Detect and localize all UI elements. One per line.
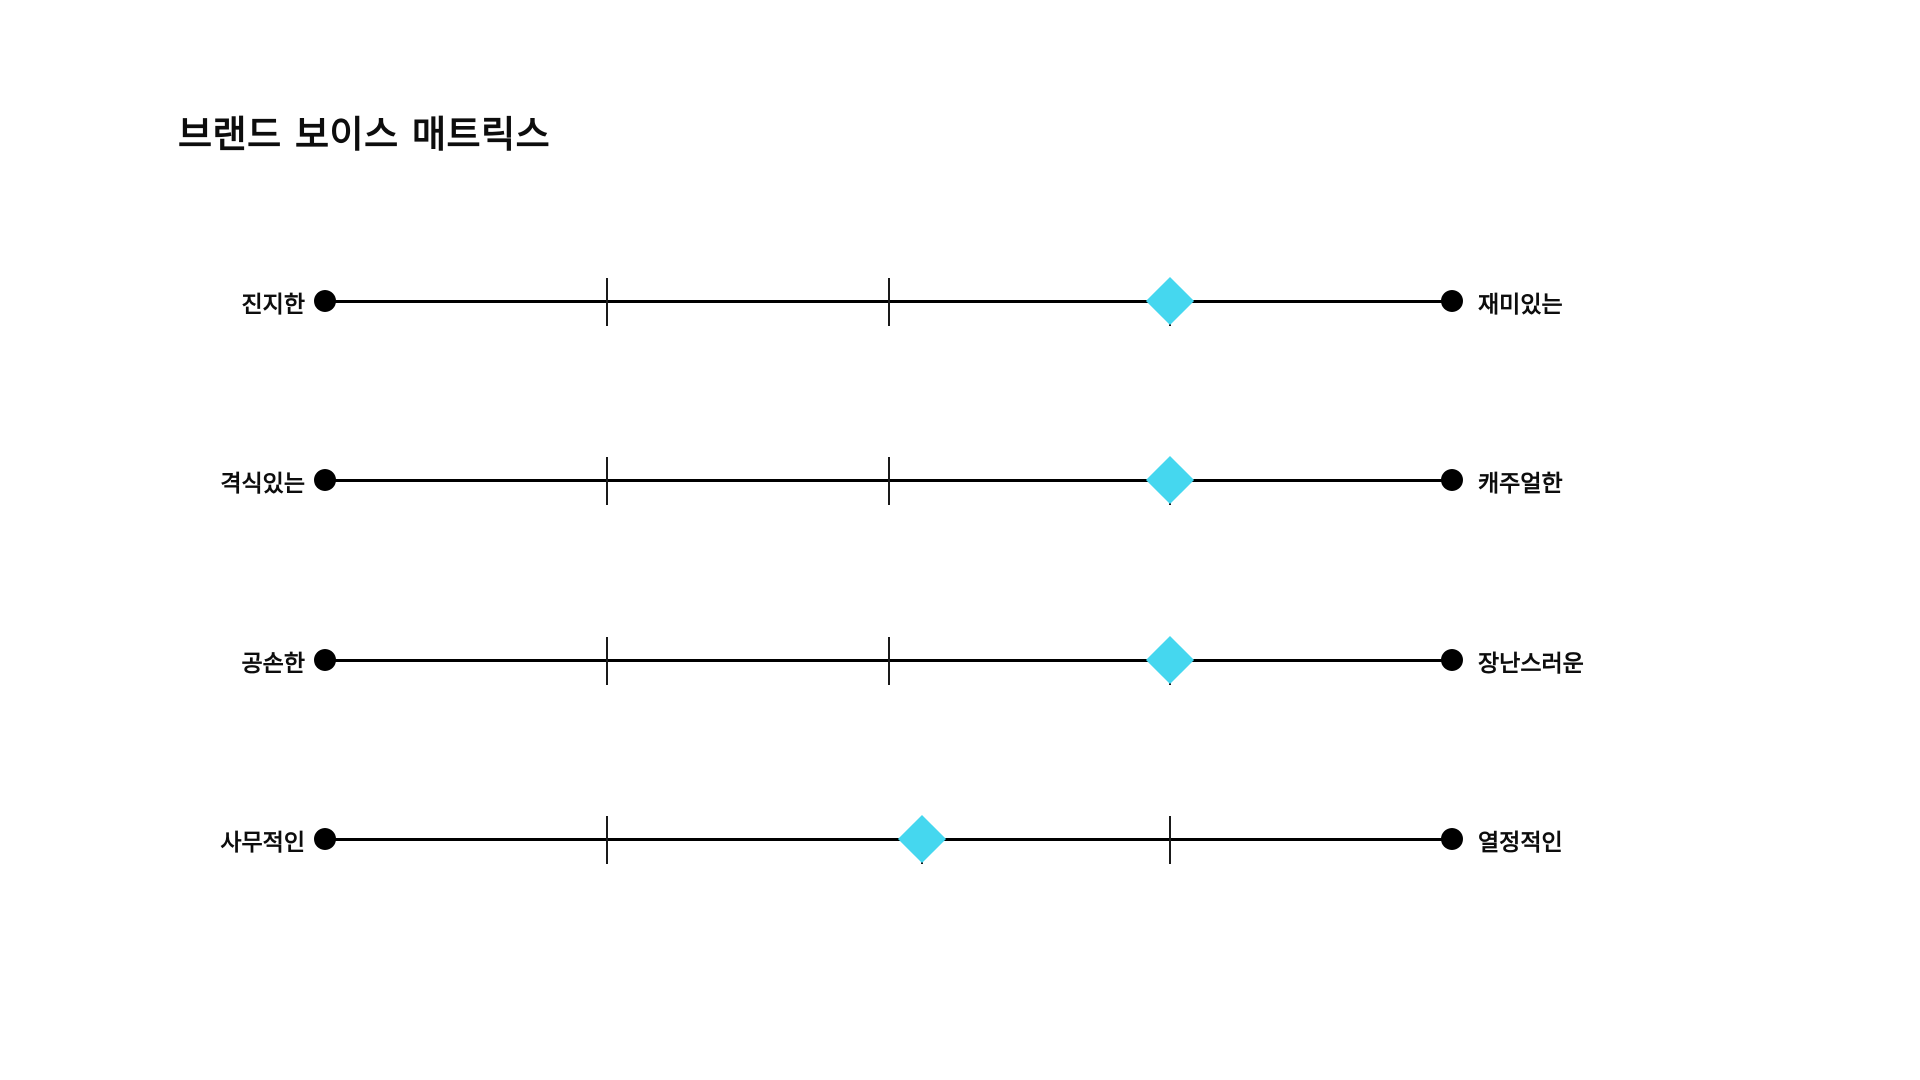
scale-left-label: 진지한 xyxy=(241,292,305,318)
axis-start-dot xyxy=(314,290,336,312)
value-marker-diamond-icon[interactable] xyxy=(1146,455,1195,505)
scale-row: 사무적인 열정적인 xyxy=(0,780,1920,900)
axis-tick xyxy=(1169,816,1172,864)
axis-end-dot xyxy=(1441,649,1463,671)
axis-tick xyxy=(887,457,890,505)
scale-axis[interactable] xyxy=(314,601,1463,721)
scale-right-label: 캐주얼한 xyxy=(1478,471,1563,497)
scale-row: 공손한 장난스러운 xyxy=(0,601,1920,721)
axis-start-dot xyxy=(314,649,336,671)
value-marker-diamond-icon[interactable] xyxy=(898,814,947,864)
axis-end-dot xyxy=(1441,290,1463,312)
scale-axis[interactable] xyxy=(314,421,1463,541)
scale-left-label: 사무적인 xyxy=(220,830,305,856)
scale-left-label: 공손한 xyxy=(241,651,305,677)
scale-axis[interactable] xyxy=(314,242,1463,362)
axis-start-dot xyxy=(314,469,336,491)
scale-right-label: 열정적인 xyxy=(1478,830,1563,856)
axis-end-dot xyxy=(1441,469,1463,491)
value-marker-diamond-icon[interactable] xyxy=(1146,276,1195,326)
axis-tick xyxy=(887,278,890,326)
axis-tick xyxy=(605,816,608,864)
scale-row: 진지한 재미있는 xyxy=(0,242,1920,362)
axis-start-dot xyxy=(314,828,336,850)
scale-right-label: 재미있는 xyxy=(1478,292,1563,318)
axis-tick xyxy=(887,637,890,685)
axis-tick xyxy=(605,637,608,685)
scale-axis[interactable] xyxy=(314,780,1463,900)
scale-row: 격식있는 캐주얼한 xyxy=(0,421,1920,541)
scale-left-label: 격식있는 xyxy=(220,471,305,497)
axis-tick xyxy=(605,457,608,505)
axis-end-dot xyxy=(1441,828,1463,850)
page-title: 브랜드 보이스 매트릭스 xyxy=(178,113,551,156)
value-marker-diamond-icon[interactable] xyxy=(1146,635,1195,685)
scale-right-label: 장난스러운 xyxy=(1478,651,1584,677)
axis-tick xyxy=(605,278,608,326)
axis-line xyxy=(325,838,1452,841)
